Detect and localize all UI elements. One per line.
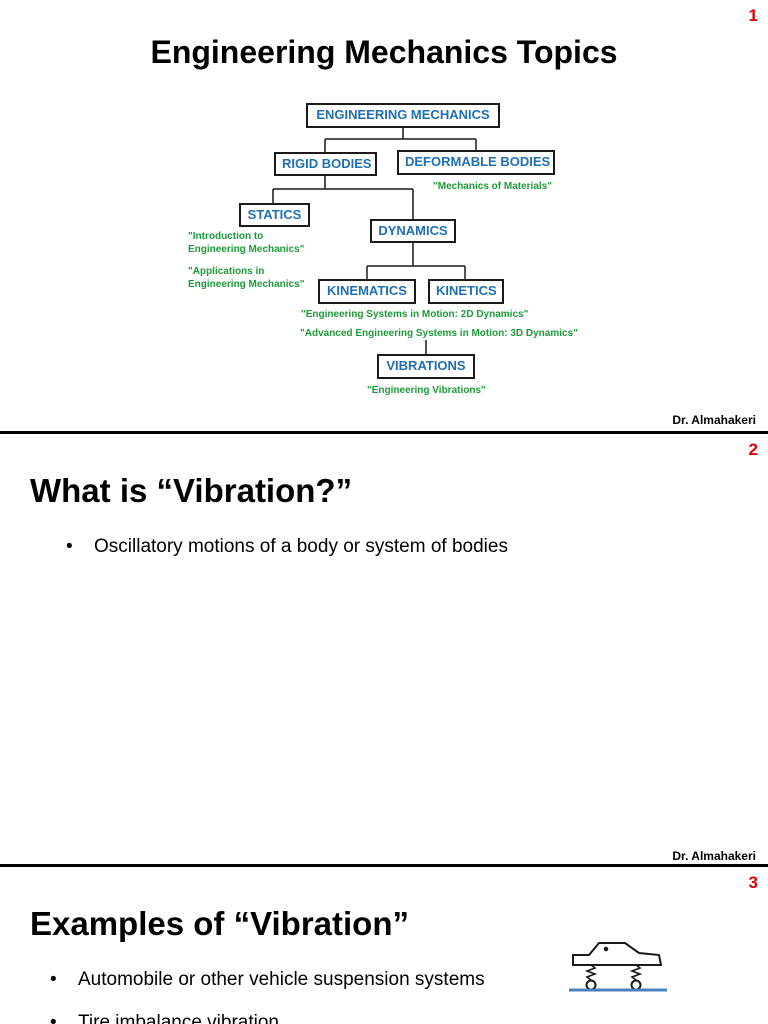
note-deformable: "Mechanics of Materials" [433, 181, 552, 192]
bullet-text: Automobile or other vehicle suspension s… [78, 969, 485, 990]
node-statics: STATICS [239, 203, 310, 227]
slide-title: What is “Vibration?” [30, 472, 353, 509]
slide-title: Engineering Mechanics Topics [150, 34, 618, 70]
bullet-item: • Tire imbalance vibration [50, 1012, 279, 1024]
node-kinetics: KINETICS [428, 279, 504, 304]
note-dynamics-3d: "Advanced Engineering Systems in Motion:… [300, 328, 578, 339]
node-dynamics: DYNAMICS [370, 219, 456, 243]
node-rigid-bodies: RIGID BODIES [274, 152, 377, 176]
author-credit: Dr. Almahakeri [672, 413, 756, 427]
node-kinematics: KINEMATICS [318, 279, 416, 304]
slide-3: 3 Examples of “Vibration” • Automobile or… [0, 867, 768, 1024]
node-deformable-bodies: DEFORMABLE BODIES [397, 150, 555, 175]
slide-number: 3 [748, 873, 758, 892]
slide-number: 2 [748, 440, 758, 459]
car-suspension-icon [569, 942, 667, 992]
note-statics-applications: "Applications in Engineering Mechanics" [188, 266, 305, 290]
bullet-text: Tire imbalance vibration [78, 1012, 279, 1024]
bullet-dot: • [50, 1012, 57, 1024]
note-vibrations: "Engineering Vibrations" [367, 385, 486, 396]
slide-title: Examples of “Vibration” [30, 905, 409, 942]
slide-number: 1 [748, 6, 758, 25]
note-statics-intro: "Introduction to Engineering Mechanics" [188, 231, 305, 255]
slide-divider [0, 431, 768, 434]
bullet-dot: • [66, 536, 73, 557]
author-credit: Dr. Almahakeri [672, 849, 756, 863]
slide-divider [0, 864, 768, 867]
bullet-text: Oscillatory motions of a body or system … [94, 536, 508, 557]
tree-connectors [272, 127, 477, 354]
bullet-item: • Automobile or other vehicle suspension … [50, 969, 485, 991]
slide-2: 2 What is “Vibration?” • Oscillatory moti… [0, 434, 768, 864]
slide-1: 1 Engineering Mechanics Topics ENGINEERI… [0, 0, 768, 431]
node-engineering-mechanics: ENGINEERING MECHANICS [306, 103, 500, 128]
bullet-item: • Oscillatory motions of a body or system… [66, 536, 508, 558]
note-dynamics-2d: "Engineering Systems in Motion: 2D Dynam… [301, 309, 529, 320]
bullet-dot: • [50, 969, 57, 990]
node-vibrations: VIBRATIONS [377, 354, 475, 379]
